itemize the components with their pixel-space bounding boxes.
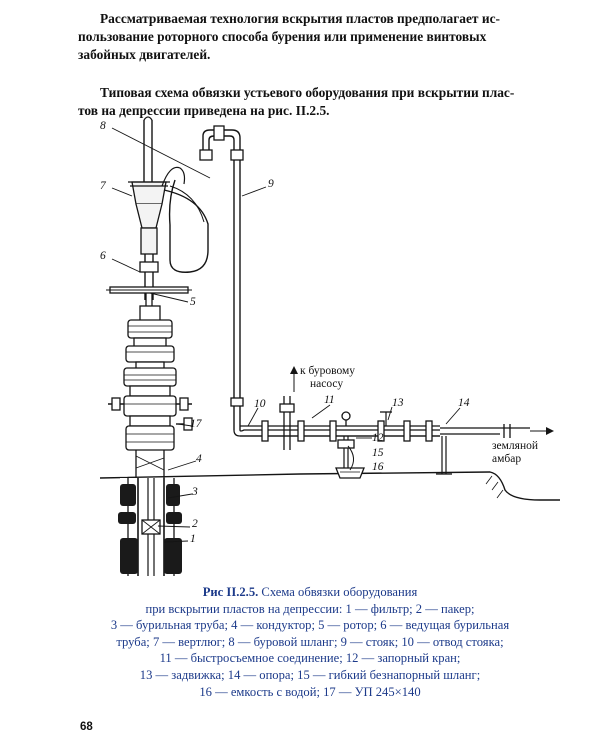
ground-surface: [99, 471, 560, 501]
bop-stack: [108, 305, 193, 478]
label-15: 15: [372, 447, 384, 459]
caption-line: труба; 7 — вертлюг; 8 — буровой шланг; 9…: [116, 634, 504, 649]
label-10: 10: [254, 398, 266, 410]
standpipe: [199, 125, 244, 430]
paragraph-line: забойных двигателей.: [78, 47, 211, 62]
label-2: 2: [192, 518, 198, 530]
caption-title: Рис II.2.5.: [202, 585, 259, 599]
caption-line: Рис II.2.5. Схема обвязки оборудования: [90, 584, 530, 601]
caption-line: 3 — бурильная труба; 4 — кондуктор; 5 — …: [110, 618, 510, 633]
label-3: 3: [192, 486, 198, 498]
label-9: 9: [268, 178, 274, 190]
label-17: 17: [190, 418, 202, 430]
pit-slope: [485, 475, 504, 499]
label-13: 13: [392, 397, 404, 409]
pump-note-line: к буровому: [300, 365, 356, 377]
caption-line: при вскрытии пластов на депрессии: 1 — ф…: [145, 601, 475, 616]
pit-note: земляной амбар: [492, 440, 538, 466]
page-number: 68: [80, 721, 93, 733]
caption-line: 11 — быстросъемное соединение; 12 — запо…: [159, 651, 461, 666]
caption-line: 16 — емкость с водой; 17 — УП 245×140: [199, 684, 421, 699]
intro-paragraph: Рассматриваемая технология вскрытия плас…: [78, 10, 546, 64]
caption-line: 13 — задвижка; 14 — опора; 15 — гибкий б…: [139, 667, 481, 682]
figure-caption: Рис II.2.5. Схема обвязки оборудования п…: [90, 584, 530, 700]
label-1: 1: [190, 533, 196, 545]
label-16: 16: [372, 461, 384, 473]
label-8: 8: [100, 120, 106, 132]
paragraph-line: пользование роторного способа бурения ил…: [78, 29, 487, 44]
label-4: 4: [196, 453, 202, 465]
paragraph-line: Типовая схема обвязки устьевого оборудов…: [100, 85, 515, 100]
caption-title-rest: Схема обвязки оборудования: [261, 585, 418, 599]
label-6: 6: [100, 250, 106, 262]
label-7: 7: [100, 180, 106, 192]
pit-note-line: амбар: [492, 453, 522, 465]
leader-lines: [111, 127, 461, 543]
label-14: 14: [458, 397, 470, 409]
water-tank: [335, 445, 365, 479]
well-bore: [118, 478, 182, 576]
pit-note-line: земляной: [492, 440, 539, 452]
pump-note: к буровому насосу: [300, 365, 355, 391]
label-12: 12: [372, 432, 384, 444]
kelly-assembly: [106, 116, 192, 310]
drilling-hose: [163, 179, 209, 273]
figure-reference-paragraph: Типовая схема обвязки устьевого оборудов…: [78, 84, 546, 120]
paragraph-line: тов на депрессии приведена на рис. II.2.…: [78, 103, 330, 118]
label-5: 5: [190, 296, 196, 308]
paragraph-line: Рассматриваемая технология вскрытия плас…: [100, 11, 500, 26]
label-11: 11: [324, 394, 335, 406]
pump-note-line: насосу: [310, 378, 344, 390]
